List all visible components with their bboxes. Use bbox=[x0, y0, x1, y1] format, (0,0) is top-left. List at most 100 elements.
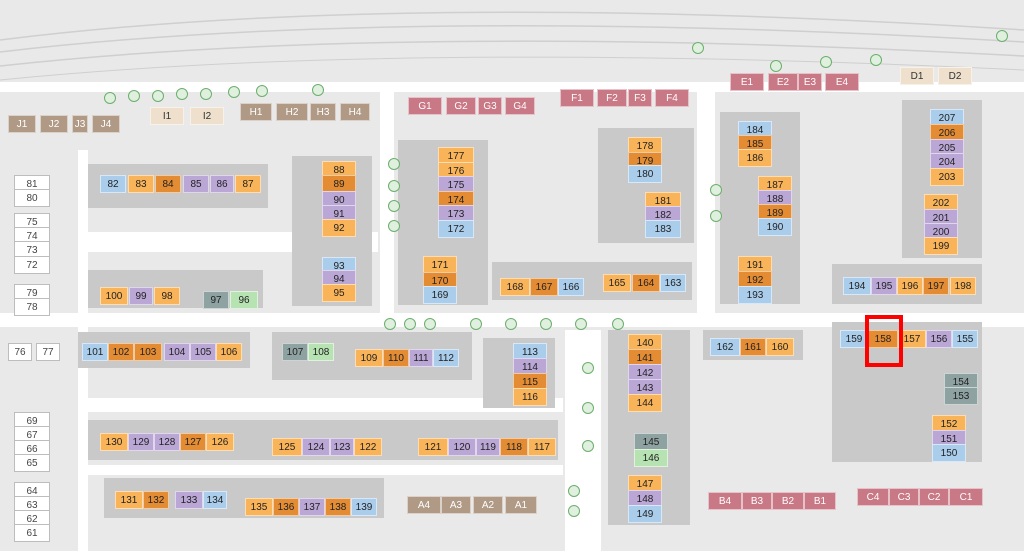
unit-87[interactable]: 87 bbox=[235, 175, 261, 193]
unit-119[interactable]: 119 bbox=[476, 438, 500, 456]
unit-129[interactable]: 129 bbox=[128, 433, 154, 451]
unit-92[interactable]: 92 bbox=[322, 219, 356, 237]
unit-h3[interactable]: H3 bbox=[310, 103, 336, 121]
unit-197[interactable]: 197 bbox=[923, 277, 949, 295]
unit-186[interactable]: 186 bbox=[738, 149, 772, 167]
unit-159[interactable]: 159 bbox=[840, 330, 868, 348]
unit-63[interactable]: 63 bbox=[14, 496, 50, 514]
unit-j4[interactable]: J4 bbox=[92, 115, 120, 133]
unit-131[interactable]: 131 bbox=[115, 491, 143, 509]
unit-195[interactable]: 195 bbox=[871, 277, 897, 295]
unit-85[interactable]: 85 bbox=[183, 175, 209, 193]
unit-j2[interactable]: J2 bbox=[40, 115, 68, 133]
unit-194[interactable]: 194 bbox=[843, 277, 871, 295]
unit-e1[interactable]: E1 bbox=[730, 73, 764, 91]
unit-g4[interactable]: G4 bbox=[505, 97, 535, 115]
unit-166[interactable]: 166 bbox=[558, 278, 584, 296]
unit-b3[interactable]: B3 bbox=[742, 492, 772, 510]
unit-h1[interactable]: H1 bbox=[240, 103, 272, 121]
unit-86[interactable]: 86 bbox=[210, 175, 234, 193]
unit-137[interactable]: 137 bbox=[299, 498, 325, 516]
unit-120[interactable]: 120 bbox=[448, 438, 476, 456]
unit-f4[interactable]: F4 bbox=[655, 89, 689, 107]
unit-160[interactable]: 160 bbox=[766, 338, 794, 356]
unit-180[interactable]: 180 bbox=[628, 165, 662, 183]
unit-97[interactable]: 97 bbox=[203, 291, 229, 309]
unit-133[interactable]: 133 bbox=[175, 491, 203, 509]
unit-130[interactable]: 130 bbox=[100, 433, 128, 451]
unit-172[interactable]: 172 bbox=[438, 220, 474, 238]
unit-a2[interactable]: A2 bbox=[473, 496, 503, 514]
unit-95[interactable]: 95 bbox=[322, 284, 356, 302]
unit-202[interactable]: 202 bbox=[924, 194, 958, 212]
unit-82[interactable]: 82 bbox=[100, 175, 126, 193]
unit-b4[interactable]: B4 bbox=[708, 492, 742, 510]
unit-123[interactable]: 123 bbox=[330, 438, 354, 456]
unit-167[interactable]: 167 bbox=[530, 278, 558, 296]
unit-136[interactable]: 136 bbox=[273, 498, 299, 516]
unit-102[interactable]: 102 bbox=[108, 343, 134, 361]
unit-199[interactable]: 199 bbox=[924, 237, 958, 255]
unit-110[interactable]: 110 bbox=[383, 349, 409, 367]
unit-100[interactable]: 100 bbox=[100, 287, 128, 305]
unit-84[interactable]: 84 bbox=[155, 175, 181, 193]
unit-80[interactable]: 80 bbox=[14, 189, 50, 207]
unit-164[interactable]: 164 bbox=[632, 274, 660, 292]
unit-a3[interactable]: A3 bbox=[441, 496, 471, 514]
unit-105[interactable]: 105 bbox=[190, 343, 216, 361]
unit-121[interactable]: 121 bbox=[418, 438, 448, 456]
unit-196[interactable]: 196 bbox=[897, 277, 923, 295]
unit-e2[interactable]: E2 bbox=[768, 73, 798, 91]
unit-162[interactable]: 162 bbox=[710, 338, 740, 356]
unit-g3[interactable]: G3 bbox=[478, 97, 502, 115]
unit-108[interactable]: 108 bbox=[308, 343, 334, 361]
unit-174[interactable]: 174 bbox=[438, 191, 474, 209]
unit-e4[interactable]: E4 bbox=[825, 73, 859, 91]
unit-109[interactable]: 109 bbox=[355, 349, 383, 367]
unit-c3[interactable]: C3 bbox=[889, 488, 919, 506]
unit-77[interactable]: 77 bbox=[36, 343, 60, 361]
unit-111[interactable]: 111 bbox=[409, 349, 433, 367]
unit-183[interactable]: 183 bbox=[645, 220, 681, 238]
unit-78[interactable]: 78 bbox=[14, 298, 50, 316]
unit-118[interactable]: 118 bbox=[500, 438, 528, 456]
unit-156[interactable]: 156 bbox=[926, 330, 952, 348]
unit-155[interactable]: 155 bbox=[952, 330, 978, 348]
unit-190[interactable]: 190 bbox=[758, 218, 792, 236]
unit-139[interactable]: 139 bbox=[351, 498, 377, 516]
unit-128[interactable]: 128 bbox=[154, 433, 180, 451]
unit-149[interactable]: 149 bbox=[628, 505, 662, 523]
unit-163[interactable]: 163 bbox=[660, 274, 686, 292]
unit-83[interactable]: 83 bbox=[128, 175, 154, 193]
unit-h2[interactable]: H2 bbox=[276, 103, 308, 121]
unit-126[interactable]: 126 bbox=[206, 433, 234, 451]
unit-g2[interactable]: G2 bbox=[446, 97, 476, 115]
unit-101[interactable]: 101 bbox=[82, 343, 108, 361]
unit-c2[interactable]: C2 bbox=[919, 488, 949, 506]
unit-i2[interactable]: I2 bbox=[190, 107, 224, 125]
unit-165[interactable]: 165 bbox=[603, 274, 631, 292]
unit-107[interactable]: 107 bbox=[282, 343, 308, 361]
unit-a1[interactable]: A1 bbox=[505, 496, 537, 514]
unit-185[interactable]: 185 bbox=[738, 135, 772, 153]
unit-73[interactable]: 73 bbox=[14, 241, 50, 259]
unit-a4[interactable]: A4 bbox=[407, 496, 441, 514]
unit-i1[interactable]: I1 bbox=[150, 107, 184, 125]
unit-168[interactable]: 168 bbox=[500, 278, 530, 296]
unit-96[interactable]: 96 bbox=[230, 291, 258, 309]
unit-116[interactable]: 116 bbox=[513, 388, 547, 406]
unit-d2[interactable]: D2 bbox=[938, 67, 972, 85]
unit-132[interactable]: 132 bbox=[143, 491, 169, 509]
unit-112[interactable]: 112 bbox=[433, 349, 459, 367]
unit-e3[interactable]: E3 bbox=[798, 73, 822, 91]
unit-76[interactable]: 76 bbox=[8, 343, 32, 361]
unit-122[interactable]: 122 bbox=[354, 438, 382, 456]
unit-203[interactable]: 203 bbox=[930, 168, 964, 186]
unit-153[interactable]: 153 bbox=[944, 387, 978, 405]
unit-157[interactable]: 157 bbox=[898, 330, 926, 348]
unit-61[interactable]: 61 bbox=[14, 524, 50, 542]
unit-135[interactable]: 135 bbox=[245, 498, 273, 516]
unit-f1[interactable]: F1 bbox=[560, 89, 594, 107]
unit-204[interactable]: 204 bbox=[930, 153, 964, 171]
unit-f3[interactable]: F3 bbox=[628, 89, 652, 107]
